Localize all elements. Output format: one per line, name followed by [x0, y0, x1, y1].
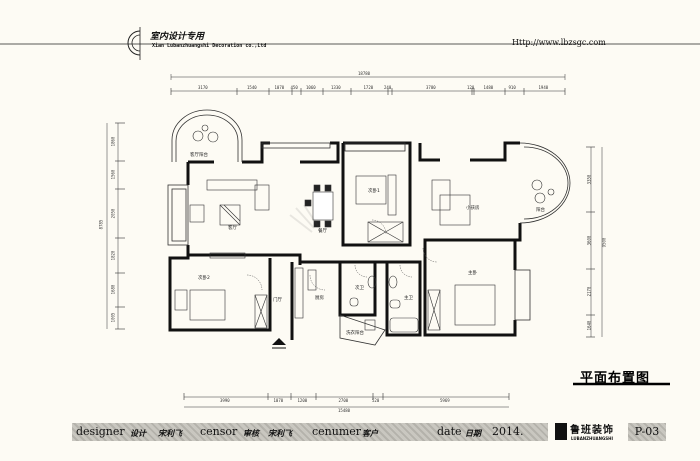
dim-top-segment: 1060 [306, 85, 316, 90]
walls [168, 141, 522, 340]
dim-bottom-segment: 520 [372, 398, 380, 403]
room-balcony: 阳台 [536, 208, 545, 213]
room-dining: 餐厅 [318, 229, 327, 234]
dim-bottom-segment: 1070 [273, 398, 284, 403]
dimension-lines [106, 74, 603, 408]
bathtub [389, 317, 419, 333]
dim-top-segment: 1480 [483, 85, 494, 90]
room-kids: 小孩房 [466, 206, 480, 211]
customer-cn: 客户 [362, 428, 378, 438]
tv-cabinet [209, 252, 246, 259]
date-cn: 日期 [465, 428, 481, 438]
coffee-table [219, 204, 241, 226]
room-bedroom1: 次卧1 [368, 189, 380, 194]
dim-left-segment: 2050 [110, 208, 116, 218]
dim-right-segment: 3350 [586, 174, 592, 184]
toilet-basin [367, 275, 377, 289]
door-swings [246, 219, 438, 291]
dim-bottom-segment: 5969 [440, 398, 450, 403]
room-laundry: 洗衣阳台 [346, 331, 364, 336]
room-master: 主卧 [468, 271, 477, 276]
room-living-balcony: 客厅阳台 [190, 153, 208, 158]
room-bath2: 次卫 [355, 286, 364, 291]
logo-compass-icon [127, 27, 141, 60]
date-label: date [437, 425, 462, 438]
drawing-title: 平面布置图 [580, 371, 651, 386]
dim-right-total: 9500 [601, 237, 607, 248]
entry-arrow-icon [272, 338, 286, 349]
title-block: designer 设计 宋利飞 censor 审核 宋利飞 cenumer 客户… [72, 423, 548, 441]
dim-top-segment: 3170 [198, 85, 208, 90]
room-kitchen: 厨房 [315, 296, 324, 301]
designer-label: designer [76, 425, 125, 438]
wardrobe-1 [387, 174, 397, 216]
dim-bottom-segment: 2700 [338, 398, 349, 403]
brand-en: Xian Lubanzhuangshi Decoration co.,Ltd [152, 43, 267, 49]
dim-top-segment: 3780 [426, 85, 436, 90]
customer-label: cenumer [312, 425, 362, 438]
dim-right-segment: 2170 [586, 286, 592, 297]
dim-left-segment: 1005 [110, 312, 116, 323]
company-logo-icon [555, 423, 567, 440]
date-value: 2014. [492, 425, 524, 438]
bed-2 [189, 289, 226, 321]
censor-label: censor [200, 425, 238, 438]
company-name-cn: 鲁班装饰 [570, 425, 614, 436]
dim-top-segment: 1070 [274, 85, 285, 90]
dim-bottom-segment: 3990 [220, 398, 230, 403]
censor-cn: 审核 [243, 428, 259, 438]
bed-1 [355, 175, 387, 205]
page-number: P-03 [628, 423, 666, 441]
master-bed [454, 284, 496, 326]
dim-top-segment: 120 [467, 85, 475, 90]
dim-top-segment: 1330 [331, 85, 341, 90]
dim-right-segment: 1640 [586, 320, 592, 331]
room-bedroom2: 次卧2 [198, 276, 210, 281]
armchair [189, 204, 205, 223]
brand-cn: 室内设计专用 [150, 32, 205, 42]
censor-name: 宋利飞 [268, 428, 292, 438]
dim-left-segment: 1860 [110, 136, 116, 147]
dim-top-segment: 1940 [538, 85, 549, 90]
designer-name: 宋利飞 [158, 428, 182, 438]
desk [431, 179, 451, 211]
dim-top-segment: 1540 [247, 85, 257, 90]
dim-left-segment: 1560 [110, 169, 116, 180]
furniture [174, 124, 555, 333]
room-bath1: 主卫 [404, 296, 413, 301]
dim-right-segment: 3600 [586, 235, 592, 245]
dim-top-total: 18780 [358, 71, 371, 76]
website-url: Http://www.lbzsgc.com [512, 38, 606, 47]
dim-top-segment: 450 [290, 85, 298, 90]
sofa [206, 179, 258, 191]
designer-cn: 设计 [130, 428, 146, 438]
dim-left-segment: 1680 [110, 284, 116, 295]
dining-table [312, 191, 334, 221]
bays-and-balconies [167, 109, 571, 346]
sofa-chaise [254, 184, 270, 211]
dim-bottom-segment: 1200 [297, 398, 308, 403]
room-foyer: 门厅 [273, 298, 282, 303]
room-living: 客厅 [228, 226, 237, 231]
dim-left-segment: 1820 [110, 250, 116, 260]
kitchen-counter [294, 267, 304, 319]
desk-2 [174, 289, 188, 311]
dim-left-total: 8785 [98, 219, 104, 230]
dim-bottom-total: 15480 [338, 408, 351, 413]
company-name-en: LUBANZHUANGSHI [571, 436, 613, 441]
watermark-logo [289, 204, 319, 233]
dim-top-segment: 1720 [363, 85, 374, 90]
washing-machine [364, 319, 376, 331]
dim-top-segment: 240 [384, 85, 392, 90]
dim-top-segment: 910 [508, 85, 516, 90]
